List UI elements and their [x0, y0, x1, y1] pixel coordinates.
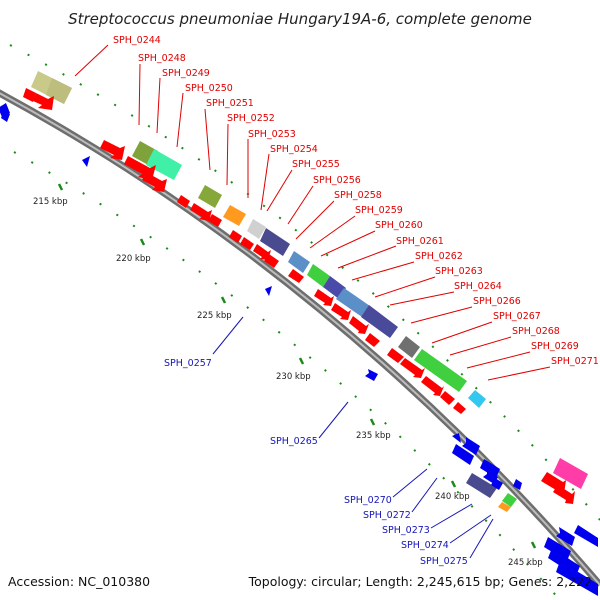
gene-label-sph-0261[interactable]: SPH_0261 [396, 236, 444, 247]
gene-label-sph-0248[interactable]: SPH_0248 [138, 53, 186, 64]
gene-label-sph-0260[interactable]: SPH_0260 [375, 220, 423, 231]
gene-label-sph-0265[interactable]: SPH_0265 [270, 436, 318, 447]
gene-label-sph-0268[interactable]: SPH_0268 [512, 326, 560, 337]
scale-ticks [57, 183, 537, 549]
gene-label-sph-0252[interactable]: SPH_0252 [227, 113, 275, 124]
forward-leader-lines [74, 44, 551, 381]
gene-label-sph-0254[interactable]: SPH_0254 [270, 144, 318, 155]
scale-label-215: 215 kbp [33, 197, 68, 207]
gene-label-sph-0272[interactable]: SPH_0272 [363, 510, 411, 521]
gene-label-sph-0256[interactable]: SPH_0256 [313, 175, 361, 186]
gene-label-sph-0273[interactable]: SPH_0273 [382, 525, 430, 536]
reverse-strand-arrows [0, 103, 598, 596]
gene-label-sph-0264[interactable]: SPH_0264 [454, 281, 502, 292]
gene-label-sph-0262[interactable]: SPH_0262 [415, 251, 463, 262]
scale-label-225: 225 kbp [197, 311, 232, 321]
gene-label-sph-0263[interactable]: SPH_0263 [435, 266, 483, 277]
scale-label-230: 230 kbp [276, 372, 311, 382]
gene-label-sph-0253[interactable]: SPH_0253 [248, 129, 296, 140]
scale-label-220: 220 kbp [116, 254, 151, 264]
scale-label-235: 235 kbp [356, 431, 391, 441]
scale-label-240: 240 kbp [435, 492, 470, 502]
reverse-gene-labels[interactable]: SPH_0257 SPH_0265 SPH_0270 SPH_0272 SPH_… [164, 358, 468, 567]
genome-stats-label: Topology: circular; Length: 2,245,615 bp… [248, 574, 592, 589]
gene-label-sph-0255[interactable]: SPH_0255 [292, 159, 340, 170]
gene-label-sph-0269[interactable]: SPH_0269 [531, 341, 579, 352]
gene-label-sph-0271[interactable]: SPH_0271 [551, 356, 599, 367]
genome-backbone-highlight [0, 92, 600, 586]
gene-label-sph-0270[interactable]: SPH_0270 [344, 495, 392, 506]
gene-label-sph-0258[interactable]: SPH_0258 [334, 190, 382, 201]
gene-label-sph-0274[interactable]: SPH_0274 [401, 540, 449, 551]
gene-category-blocks [31, 71, 588, 512]
accession-label: Accession: NC_010380 [8, 574, 150, 589]
gene-label-sph-0267[interactable]: SPH_0267 [493, 311, 541, 322]
scale-labels: 215 kbp 220 kbp 225 kbp 230 kbp 235 kbp … [33, 197, 543, 568]
gene-label-sph-0275[interactable]: SPH_0275 [420, 556, 468, 567]
reverse-leader-lines [212, 316, 494, 559]
guide-dots [9, 44, 600, 600]
forward-strand-arrows [23, 88, 575, 504]
gene-label-sph-0266[interactable]: SPH_0266 [473, 296, 521, 307]
scale-label-245: 245 kbp [508, 558, 543, 568]
gene-label-sph-0259[interactable]: SPH_0259 [355, 205, 403, 216]
gene-label-sph-0244[interactable]: SPH_0244 [113, 35, 161, 46]
gene-label-sph-0249[interactable]: SPH_0249 [162, 68, 210, 79]
gene-label-sph-0251[interactable]: SPH_0251 [206, 98, 254, 109]
map-title: Streptococcus pneumoniae Hungary19A-6, c… [68, 10, 532, 28]
gene-label-sph-0250[interactable]: SPH_0250 [185, 83, 233, 94]
gene-label-sph-0257[interactable]: SPH_0257 [164, 358, 212, 369]
forward-gene-labels[interactable]: SPH_0244 SPH_0248 SPH_0249 SPH_0250 SPH_… [113, 35, 599, 367]
